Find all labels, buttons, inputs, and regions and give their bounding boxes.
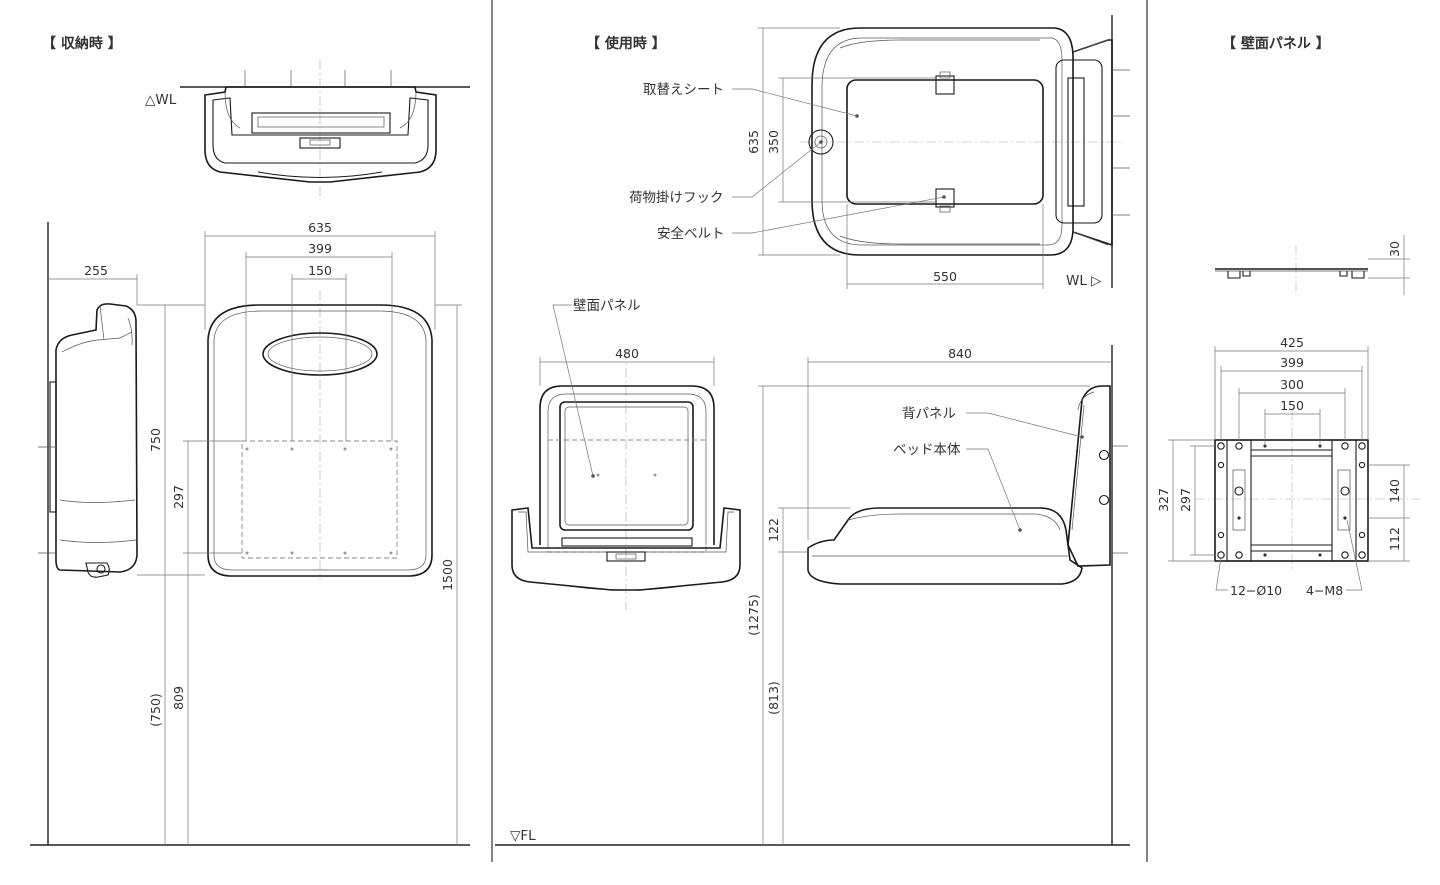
dim-stored-panel-height: 297	[171, 485, 186, 509]
in-use-front-dimensions: 480 壁面パネル	[539, 298, 715, 478]
dim-side-length: 840	[948, 346, 972, 361]
stored-dimensions: 255 635 399 150 750 297 (750) 809 1500	[48, 220, 462, 845]
dim-panel-thickness: 30	[1387, 241, 1402, 257]
in-use-side-view: ▽FL	[495, 345, 1130, 846]
callout-replacement-sheet: 取替えシート	[643, 82, 724, 98]
callout-luggage-hook: 荷物掛けフック	[629, 190, 724, 206]
dim-stored-bottom-ref: (750)	[148, 693, 163, 727]
wall-line-label-right: WL ▷	[1066, 273, 1102, 289]
dim-bed-floor-ref: (813)	[766, 681, 781, 715]
dim-panel-hole-height: 297	[1178, 488, 1193, 512]
callout-back-panel: 背パネル	[902, 406, 956, 422]
stored-top-view: △WL	[145, 60, 470, 200]
dim-sheet-length: 550	[933, 269, 957, 284]
callout-safety-belt: 安全ベルト	[657, 225, 725, 242]
stored-side-view	[30, 222, 470, 846]
dim-panel-height: 327	[1156, 488, 1171, 512]
dim-hook-spacing: 350	[766, 130, 781, 154]
callout-bolts: 4−M8	[1306, 583, 1343, 598]
wall-panel-side-view: 30	[1215, 235, 1410, 295]
section-title-wall-panel: 【 壁面パネル 】	[1222, 35, 1330, 52]
dim-panel-hole-width: 399	[1280, 355, 1304, 370]
dim-stored-height: 750	[148, 428, 163, 452]
section-title-stored: 【 収納時 】	[42, 35, 122, 52]
dim-panel-upper-bolt: 140	[1387, 479, 1402, 503]
callout-wall-panel: 壁面パネル	[573, 298, 641, 314]
dim-stored-inner-width: 150	[308, 263, 332, 278]
dim-panel-lower-bolt: 112	[1387, 527, 1402, 551]
dim-stored-width: 635	[308, 220, 332, 235]
dim-in-use-depth: 635	[746, 130, 761, 154]
callout-bed-body: ベッド本体	[893, 442, 961, 458]
in-use-top-dimensions: 635 350 550 取替えシート 荷物掛けフック 安全ベルト	[629, 27, 1044, 289]
callout-holes: 12−Ø10	[1230, 583, 1282, 598]
dim-stored-panel-width: 399	[308, 241, 332, 256]
dim-stored-bottom-floor: 809	[171, 686, 186, 710]
wall-panel-front-view	[1195, 410, 1420, 572]
dim-panel-bolt-width: 150	[1280, 398, 1304, 413]
section-title-in-use: 【 使用時 】	[586, 35, 666, 52]
dim-panel-inner-width: 300	[1280, 377, 1304, 392]
dim-panel-width: 425	[1280, 335, 1304, 350]
dim-top-height-ref: (1275)	[746, 594, 761, 636]
stored-front-view	[207, 290, 433, 580]
in-use-side-dimensions: 840 122 (1275) (813) 背パネル ベッド本体	[746, 346, 1112, 845]
wall-panel-dimensions: 425 399 300 150 327 297 140 112 12−Ø10 4…	[1156, 335, 1410, 598]
dim-front-width: 480	[615, 346, 639, 361]
wall-line-label: △WL	[145, 92, 177, 108]
floor-line-label: ▽FL	[510, 828, 536, 844]
in-use-top-view: WL ▷	[800, 15, 1130, 289]
dim-stored-top-floor: 1500	[440, 559, 455, 591]
dim-bed-height: 122	[766, 518, 781, 542]
in-use-front-view	[511, 350, 741, 610]
dim-stored-depth: 255	[84, 263, 108, 278]
